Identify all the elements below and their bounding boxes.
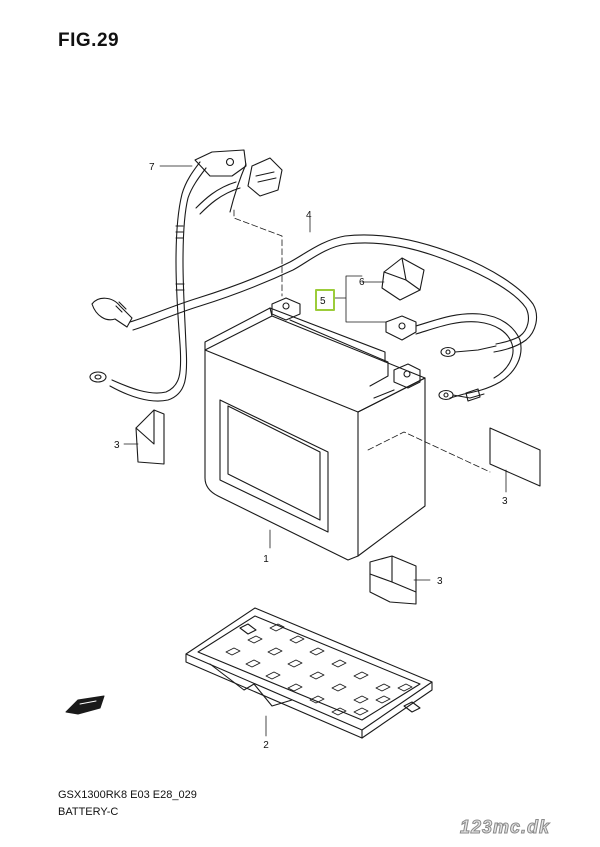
battery-tray [185, 607, 433, 739]
battery [204, 297, 426, 561]
pad-left [135, 409, 165, 465]
callout-pad-right: 3 [502, 496, 508, 507]
figure-title: FIG.29 [58, 30, 120, 51]
callout-cover: 6 [359, 277, 365, 288]
leader-lines [123, 165, 507, 737]
relay-connector-assembly [89, 149, 283, 402]
watermark-logo: 123mc.dk [459, 817, 551, 838]
pad-right [489, 427, 541, 487]
callout-relay-connector: 7 [149, 162, 155, 173]
figure-name: BATTERY-C [58, 806, 119, 818]
terminal-cover [381, 257, 425, 301]
callout-battery-tray: 2 [263, 740, 269, 751]
callout-terminal-lead: 5 [320, 296, 326, 307]
pad-front [369, 555, 417, 605]
callout-harness: 4 [306, 210, 312, 221]
callout-5-highlight [315, 289, 335, 311]
figure-code: GSX1300RK8 E03 E28_029 [58, 789, 197, 801]
callout-pad-left: 3 [114, 440, 120, 451]
callout-battery: 1 [263, 554, 269, 565]
terminal-lead [385, 313, 522, 402]
front-arrow-icon [65, 695, 105, 715]
callout-pad-front: 3 [437, 576, 443, 587]
wiring-harness [91, 234, 538, 353]
